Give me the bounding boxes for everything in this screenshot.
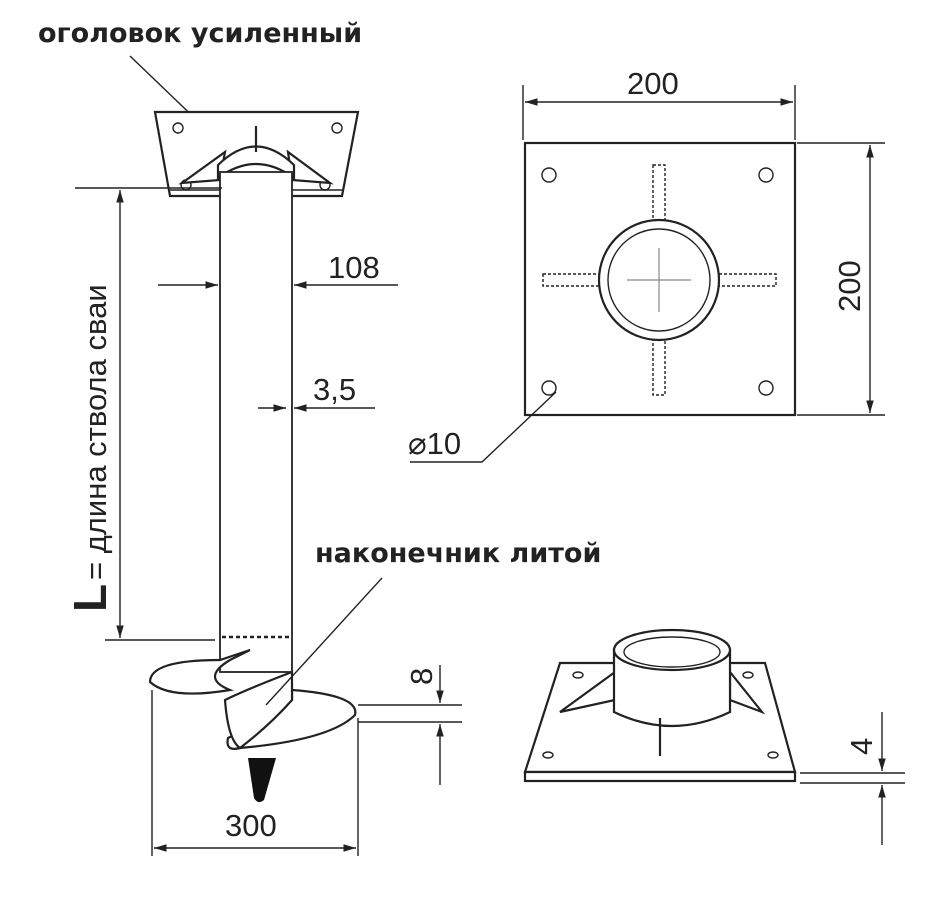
wall-thickness-value: 3,5 [313, 372, 356, 407]
head-label: оголовок усиленный [38, 18, 362, 49]
blade-diameter-value: 300 [225, 808, 277, 843]
plate-thickness-dimension: 4 [800, 712, 905, 845]
pipe-diameter-value: 108 [328, 250, 380, 285]
hole-diameter-callout: ⌀10 [408, 391, 557, 463]
plate-width-dimension: 200 [522, 66, 796, 140]
pipe-diameter-dimension: 108 [158, 250, 398, 289]
blade-thickness-value: 8 [404, 668, 439, 685]
pile-head [153, 110, 360, 198]
plate-width-value: 200 [627, 66, 679, 101]
length-description: = длина ствола сваи [78, 284, 113, 580]
blade-thickness-dimension: 8 [358, 665, 462, 785]
plate-perspective-view [523, 628, 797, 783]
hole-diameter-value: ⌀10 [408, 426, 461, 461]
plate-height-value: 200 [832, 260, 867, 312]
plate-height-dimension: 200 [797, 142, 885, 416]
tip-label: наконечник литой [315, 538, 601, 569]
blade-diameter-dimension: 300 [151, 690, 359, 856]
plate-top-view [523, 141, 797, 417]
length-symbol: L [64, 584, 116, 612]
plate-thickness-value: 4 [844, 738, 879, 755]
wall-thickness-dimension: 3,5 [258, 372, 375, 412]
length-dimension: L = длина ствола сваи [64, 187, 222, 641]
tip-leader-line [265, 577, 383, 706]
pile-shaft [219, 171, 293, 673]
helix-blade [148, 648, 357, 803]
